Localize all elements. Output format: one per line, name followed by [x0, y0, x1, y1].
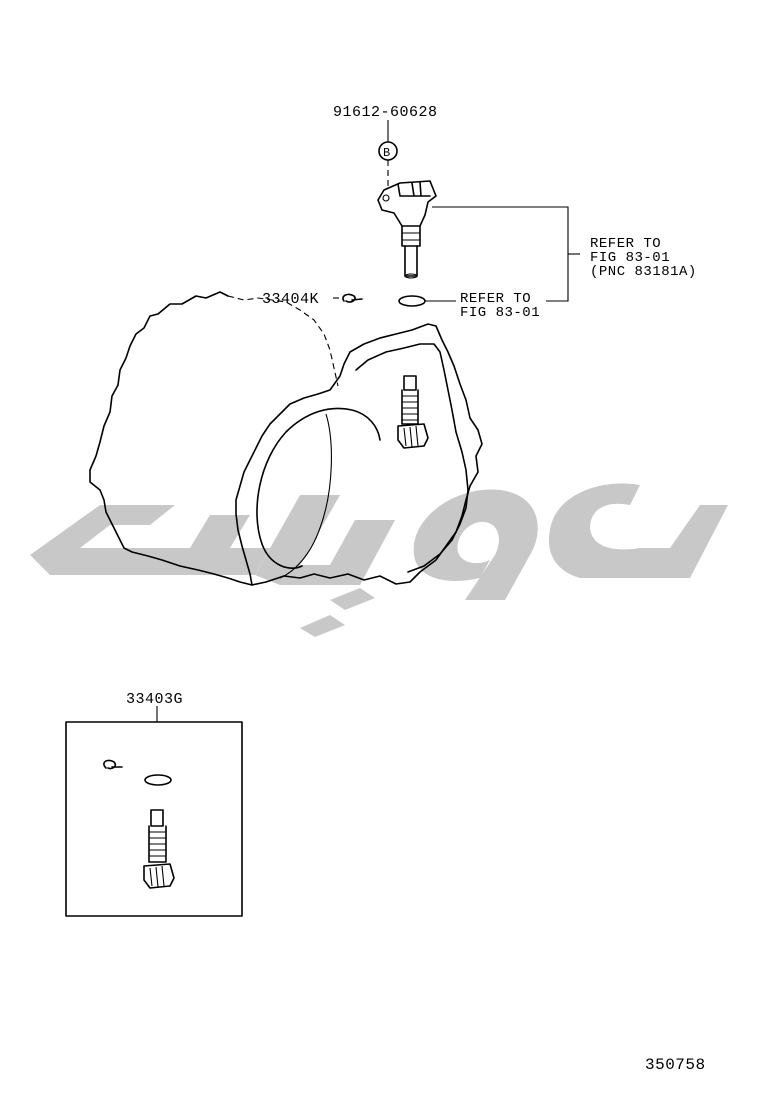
oring-refer-line-1: REFER TO: [460, 291, 531, 307]
kit-part-label: 33403G: [126, 691, 183, 708]
clip-part-label: 33404K: [262, 291, 319, 308]
speed-sensor-drawing: [377, 180, 437, 279]
o-ring-drawing: [398, 295, 426, 307]
diagram-number: 350758: [645, 1056, 706, 1074]
bolt-marker-letter: B: [383, 146, 391, 160]
sensor-refer-line-2: FIG 83-01: [590, 250, 670, 266]
watermark-logo: [30, 483, 728, 637]
sensor-refer-bracket: [432, 206, 569, 302]
oring-refer-line-2: FIG 83-01: [460, 305, 540, 321]
sensor-refer-line-3: (PNC 83181A): [590, 264, 697, 280]
driven-gear-drawing: [397, 375, 429, 449]
kit-box: [65, 721, 243, 917]
transmission-housing-drawing: [89, 291, 483, 586]
clip-drawing: [342, 293, 363, 303]
kit-contents-drawing: [103, 759, 175, 889]
sensor-bolt-label: 91612-60628: [333, 104, 438, 121]
sensor-refer-line-1: REFER TO: [590, 236, 661, 252]
